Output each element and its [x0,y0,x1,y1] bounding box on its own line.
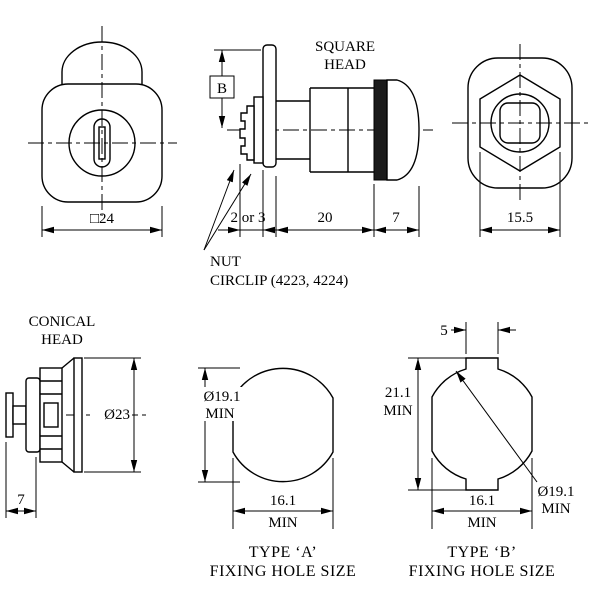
dim-dia23-label: Ø23 [104,407,130,423]
key-slit [98,126,106,160]
dim-panel-label: 2 or 3 [231,210,266,226]
type-a-hole: Ø19.1 MIN 16.1 MIN TYPE ‘A’ FIXING HOLE … [198,367,357,580]
type-b-dia-label-1: Ø19.1 [537,484,574,500]
hex-nut [479,74,561,172]
type-b-width-dim-lines [431,458,533,529]
dim-155-lines [479,152,561,237]
nut-circlip-profile [239,105,255,161]
dim-dia23-lines [84,357,141,473]
type-b-caption-2: FIXING HOLE SIZE [409,563,556,580]
nut-circlip-leaders [203,169,252,251]
rear-body-outline [467,57,573,189]
type-a-width-dim-lines [232,458,334,529]
type-a-outline [232,367,334,483]
type-a-width-label-2: MIN [268,515,297,531]
lock-body [39,367,63,463]
side-view: B SQUARE HEAD 2 or 3 20 7 NUT [203,39,433,289]
conical-label-1: CONICAL [29,314,96,330]
type-b-height-label-1: 21.1 [385,385,411,401]
center-lines [452,44,588,202]
type-a-caption-2: FIXING HOLE SIZE [210,563,357,580]
conical-label-2: HEAD [41,332,83,348]
type-b-slot-label: 5 [440,323,448,339]
center-lines [28,26,177,216]
dim-b-label: B [217,81,227,97]
dim-b-box [209,75,235,99]
lock-cylinder [68,109,136,177]
type-b-dia-leader [455,370,538,483]
type-b-caption-1: TYPE ‘B’ [447,544,516,561]
circlip-note: CIRCLIP (4223, 4224) [210,273,348,289]
type-a-dia-label-1: Ø19.1 [203,389,240,405]
dim-7-label: 7 [17,492,25,508]
conical-head-view: CONICAL HEAD Ø23 [5,314,150,518]
type-a-caption-1: TYPE ‘A’ [249,544,317,561]
spindle-circle [490,93,550,153]
square-head-label-2: HEAD [324,57,366,73]
dim-7-lines [5,442,37,518]
dim-24-lines [41,206,163,237]
type-a-dia-dim-lines [198,367,246,483]
cam-plate [262,44,277,168]
type-b-height-label-2: MIN [383,403,412,419]
type-b-slot-dim-lines [451,322,516,354]
body-barrel [276,87,374,173]
type-b-hole: 5 21.1 MIN 16.1 MIN Ø19.1 MIN TYPE ‘B’ F… [381,322,575,580]
spindle [12,405,27,425]
front-view: □24 [28,26,177,237]
type-a-dia-label-2: MIN [205,406,234,422]
dim-body-label: 20 [318,210,333,226]
type-b-outline [431,357,533,491]
washer [253,96,264,164]
key-slot [93,118,111,168]
cam-tip [5,392,14,438]
nut-note: NUT [210,254,241,270]
bottom-dim-lines [218,164,420,237]
cam-drive-square [499,102,541,144]
rear-cap [25,377,41,453]
rear-view: 15.5 [452,44,588,237]
dim-155-label: 15.5 [507,210,533,226]
dim-head-label: 7 [392,210,400,226]
type-b-width-label-2: MIN [467,515,496,531]
type-b-width-label-1: 16.1 [469,493,495,509]
dim-b-lines [209,49,261,128]
type-b-dia-label-2: MIN [541,501,570,517]
dim-24-label: □24 [90,211,115,227]
dome-head-profile [386,79,420,181]
type-a-width-label-1: 16.1 [270,493,296,509]
square-head-flange [373,79,388,181]
square-head-label-1: SQUARE [315,39,375,55]
square-face-outline [41,83,163,203]
dome-head-outline [61,41,143,85]
type-b-height-dim-lines [381,357,466,491]
conical-head-profile [61,357,83,473]
